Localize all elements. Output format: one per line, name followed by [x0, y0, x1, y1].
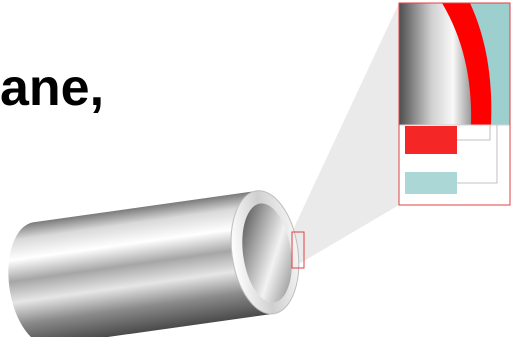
- inner-layer-label: [405, 172, 457, 194]
- steel-pipe: [8, 190, 300, 337]
- title-text-fragment: ane,: [0, 59, 105, 117]
- steel-wall-section: [399, 3, 472, 125]
- outer-layer-label: [405, 126, 457, 154]
- leader-line-red: [457, 125, 491, 141]
- zoom-detail-panel: [398, 2, 511, 206]
- magnifier-beam: [292, 3, 399, 268]
- inner-coating-layer: [468, 3, 510, 125]
- pipe-bore: [242, 203, 292, 303]
- pipe-body: [8, 190, 299, 337]
- zoom-source-box: [291, 231, 305, 269]
- leader-line-teal: [457, 125, 498, 184]
